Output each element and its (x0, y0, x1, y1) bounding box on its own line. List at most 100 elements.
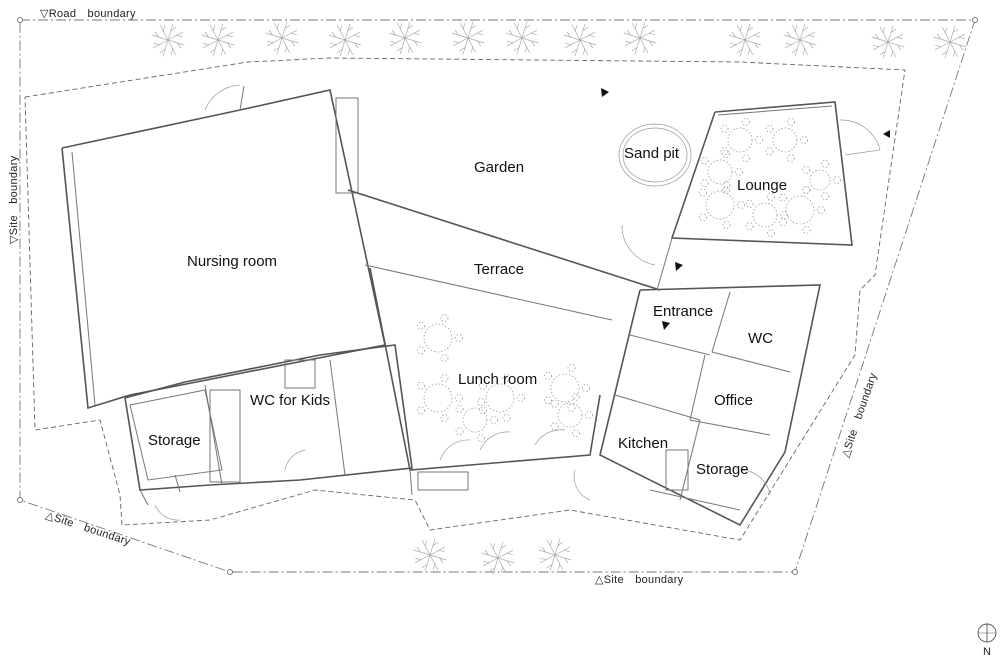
chair-icon (440, 314, 449, 322)
chair-icon (490, 416, 498, 424)
chair-icon (800, 136, 808, 144)
tree-icon (265, 21, 299, 55)
chair-icon (787, 118, 795, 126)
chair-icon (476, 397, 485, 406)
chair-icon (455, 334, 463, 342)
chair-icon (582, 384, 590, 392)
chair-icon (544, 371, 552, 380)
table-icon (423, 323, 453, 353)
label-storage-left: Storage (148, 432, 201, 449)
tree-icon (413, 538, 447, 572)
tree-icon (933, 25, 967, 59)
chair-icon (476, 434, 485, 443)
furniture (417, 118, 841, 443)
chair-icon (720, 124, 729, 133)
label-site-boundary-left: ▽Site boundary (8, 155, 20, 244)
chair-icon (745, 199, 754, 208)
chair-icon (440, 354, 449, 362)
chair-icon (821, 159, 830, 168)
label-garden: Garden (474, 159, 524, 176)
tree-icon (623, 21, 657, 55)
trees (151, 21, 967, 575)
chair-icon (699, 213, 707, 222)
tree-icon (481, 541, 515, 575)
chair-icon (517, 394, 525, 402)
chair-icon (722, 149, 730, 158)
label-terrace: Terrace (474, 261, 524, 278)
chair-icon (440, 414, 449, 422)
building-walls (61, 85, 853, 527)
chair-icon (722, 186, 730, 195)
chair-icon (779, 218, 787, 227)
chair-icon (780, 211, 788, 219)
table-icon (785, 195, 815, 225)
tree-icon (151, 23, 185, 57)
label-storage-right: Storage (696, 461, 749, 478)
table-icon (772, 127, 798, 153)
chair-icon (502, 414, 511, 422)
chair-icon (765, 124, 774, 133)
chair-icon (817, 206, 825, 214)
chair-icon (802, 226, 811, 234)
chair-icon (572, 429, 580, 438)
chair-icon (767, 192, 775, 201)
tree-icon (783, 23, 817, 57)
chair-icon (455, 427, 464, 436)
label-entrance: Entrance (653, 303, 713, 320)
chair-icon (572, 392, 580, 401)
table-icon (557, 402, 583, 428)
tree-icon (538, 538, 572, 572)
north-arrow: N (977, 623, 997, 658)
chair-icon (417, 346, 425, 355)
chair-icon (821, 192, 830, 201)
tree-icon (505, 21, 539, 55)
chair-icon (455, 404, 464, 413)
chair-icon (722, 181, 731, 189)
chair-icon (787, 154, 795, 163)
chair-icon (550, 399, 559, 408)
chair-icon (479, 406, 487, 415)
chair-icon (502, 374, 511, 382)
chair-icon (544, 396, 552, 405)
chair-icon (567, 364, 576, 372)
table-icon (707, 159, 733, 185)
table-icon (752, 202, 778, 228)
chair-icon (417, 381, 425, 390)
table-icon (727, 127, 753, 153)
table-icon (550, 373, 580, 403)
chair-icon (742, 118, 750, 126)
site-boundary-line (17, 17, 978, 575)
label-nursing-room: Nursing room (187, 253, 277, 270)
label-lounge: Lounge (737, 177, 787, 194)
label-sand-pit: Sand pit (624, 145, 680, 162)
tree-icon (563, 23, 597, 57)
table-icon (423, 383, 453, 413)
table-icon (705, 190, 735, 220)
label-office: Office (714, 392, 753, 409)
table-icon (809, 169, 831, 191)
chair-icon (700, 179, 709, 188)
label-site-boundary-right: △Site boundary (839, 371, 879, 459)
tree-icon (871, 25, 905, 59)
chair-icon (765, 147, 774, 156)
chair-icon (767, 229, 775, 238)
room-labels: Nursing room Garden Sand pit Lounge Terr… (148, 145, 787, 478)
chair-icon (417, 321, 425, 330)
chair-icon (735, 168, 743, 176)
tree-icon (328, 23, 362, 57)
chair-icon (722, 221, 731, 229)
chair-icon (440, 374, 449, 382)
entrance-arrows (601, 88, 890, 330)
label-road-boundary: ▽Road boundary (40, 8, 136, 20)
chair-icon (700, 156, 709, 165)
sand-pit (618, 123, 692, 187)
table-icon (462, 407, 488, 433)
tree-icon (388, 21, 422, 55)
tree-icon (451, 21, 485, 55)
chair-icon (699, 188, 707, 197)
label-wc-for-kids: WC for Kids (250, 392, 330, 409)
chair-icon (585, 411, 593, 419)
chair-icon (455, 394, 463, 402)
chair-icon (742, 154, 750, 163)
